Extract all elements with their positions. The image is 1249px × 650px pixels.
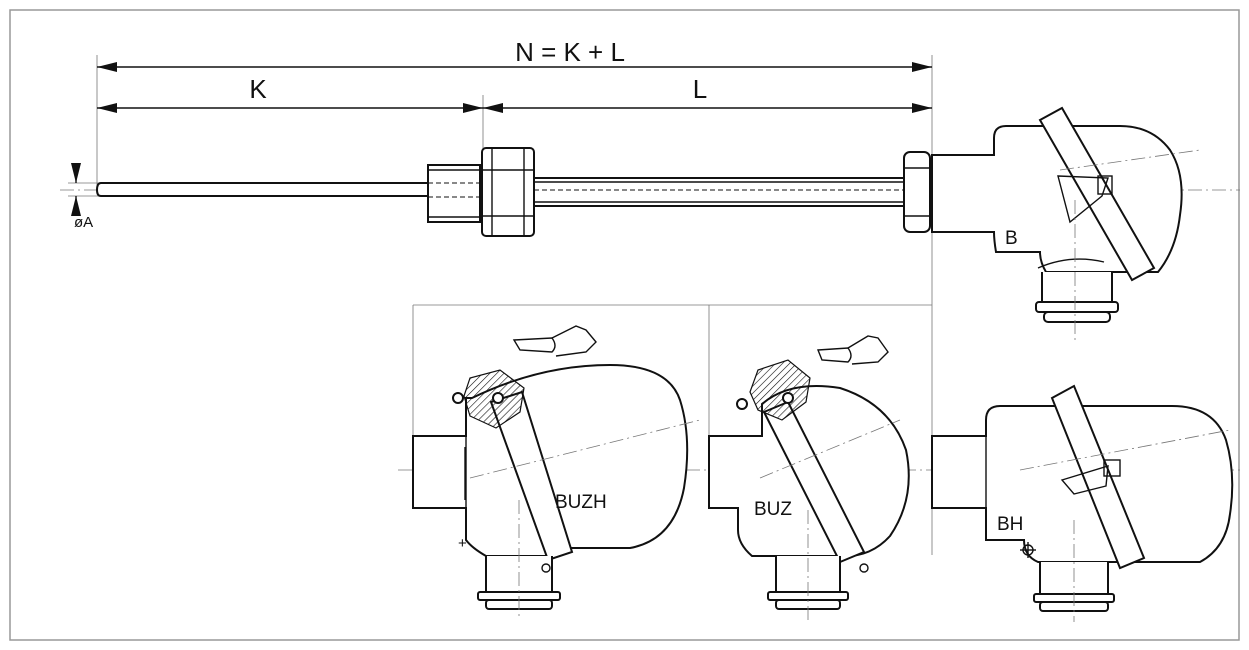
bh-lid <box>1050 384 1146 570</box>
n-dimension-label: N = K + L <box>515 37 625 67</box>
head-b-neck <box>1041 272 1113 303</box>
threaded-fitting <box>427 164 481 223</box>
buz-label: BUZ <box>754 499 792 520</box>
svg-text:+: + <box>458 535 467 552</box>
head-bh: BH <box>931 384 1234 622</box>
probe-assembly <box>60 147 1240 237</box>
dimension-lines: N = K + L K L <box>96 37 933 555</box>
l-dimension-label: L <box>693 74 707 104</box>
probe-sheath <box>95 182 431 197</box>
head-buz: BUZ <box>708 335 910 620</box>
hex-nut <box>481 147 535 237</box>
buzh-label: BUZH <box>555 492 607 513</box>
buz-detail-lever <box>816 347 852 363</box>
bh-label: BH <box>997 514 1023 535</box>
head-buzh: + BUZH <box>412 325 701 620</box>
diameter-label: øA <box>74 214 93 231</box>
bh-body <box>931 405 1234 563</box>
k-dimension-label: K <box>249 74 267 104</box>
head-b-label: B <box>1005 228 1018 249</box>
buz-clamp-hatched <box>749 359 811 421</box>
head-b: B <box>931 106 1201 340</box>
drawing-frame <box>9 9 1240 641</box>
head-nut <box>903 151 931 233</box>
head-b-lid <box>1038 106 1156 282</box>
diameter-indicator: øA <box>68 163 100 231</box>
buzh-detail-lever <box>512 337 556 353</box>
